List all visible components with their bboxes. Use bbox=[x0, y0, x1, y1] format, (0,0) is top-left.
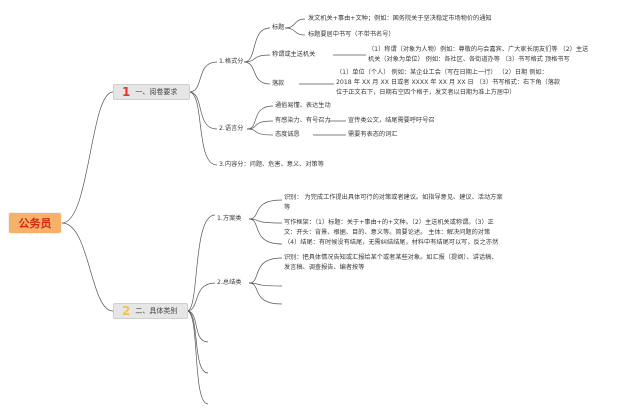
node-plan-identify-1: 识别： 为完成工作提出具体可行的对策或者建议。如指导意见、建议、活动方案 bbox=[284, 194, 503, 201]
node-language-score[interactable]: 2.语言分 bbox=[219, 125, 244, 132]
connector-m1-b bbox=[248, 218, 283, 245]
connector-n2-a bbox=[246, 105, 274, 130]
connector-sec1-n1 bbox=[188, 61, 218, 93]
node-signature-detail-1: （1）单位（个人） 例如：某企业工会（写在日期上一行） （2）日期 例如： bbox=[336, 69, 548, 76]
node-title-detail-1: 发文机关+事由+文种；例如：国务院关于坚决稳定市场物价的通知 bbox=[308, 15, 492, 22]
node-plan-frame-2: 文：开头：背景、根据、目的、意义等。简要论述。 主体：解决问题的对策 bbox=[284, 229, 491, 236]
node-addressee[interactable]: 称谓或主送机关 bbox=[272, 51, 316, 58]
node-plan-type[interactable]: 1.方案类 bbox=[217, 215, 242, 222]
node-format-score[interactable]: 1.格式分 bbox=[219, 58, 244, 65]
connector-m1-id bbox=[248, 199, 283, 220]
connector-sec2-b3 bbox=[186, 310, 209, 405]
node-signature-detail-2: 2018 年 XX 月 XX 日或者 XXXX 年 XX 月 XX 日 （3）书… bbox=[336, 79, 561, 86]
connector-sec1-n2 bbox=[188, 91, 218, 130]
node-title-detail-2: 标题要居中书写（不带书名号） bbox=[308, 31, 395, 38]
connector-sec2-b1 bbox=[186, 310, 209, 343]
section-number: 1 bbox=[122, 85, 131, 99]
node-addressee-detail-2: 机关（对象为单位） 例如：各社区、各街道办等 （3）书写格式 顶格书写 bbox=[368, 56, 570, 63]
connector-title-l1 bbox=[284, 18, 306, 29]
connector-n2-c bbox=[246, 128, 274, 136]
connector-title-l2 bbox=[284, 27, 306, 36]
node-plan-frame-3: （4）结尾：有时候没有结尾，无需纠结结尾，材料中有结尾可以写，反之亦然 bbox=[284, 239, 499, 246]
connector-n1-title bbox=[243, 27, 271, 63]
node-title[interactable]: 标题 bbox=[272, 24, 285, 31]
root-label: 公务员 bbox=[18, 217, 52, 230]
connector-m2-b2 bbox=[248, 282, 283, 305]
node-summary-identify-2: 发言稿、调查报告、编者按等 bbox=[284, 264, 365, 271]
node-language-c[interactable]: 态度诚恳 bbox=[275, 131, 300, 138]
section-number: 2 bbox=[122, 304, 131, 318]
connector-root-sec1 bbox=[61, 91, 114, 224]
section-label: 一、阅卷要求 bbox=[135, 88, 178, 96]
node-summary-identify-1: 识别：把具体情况告知或汇报给某个或者某些对象。如汇报（提纲）、讲话稿、 bbox=[284, 254, 498, 261]
section-node-1[interactable]: 1 一、阅卷要求 bbox=[113, 84, 190, 100]
node-addressee-detail-1: （1）称谓（对象为人物）例如：尊敬的与会嘉宾、广大家长朋友们等 （2）主送 bbox=[368, 46, 589, 53]
node-language-c-detail: 需要有表态的词汇 bbox=[348, 131, 398, 138]
node-signature[interactable]: 落款 bbox=[272, 80, 285, 87]
connector-sec1-n3 bbox=[188, 91, 218, 166]
section-label: 二、具体类别 bbox=[135, 307, 178, 315]
node-language-a[interactable]: 通俗易懂、表达生动 bbox=[275, 102, 331, 109]
node-summary-type[interactable]: 2.总结类 bbox=[217, 279, 242, 286]
connector-n2-b bbox=[246, 120, 274, 130]
connector-sec2-top bbox=[186, 214, 216, 312]
connector-m2-id bbox=[248, 257, 283, 284]
connector-n1-addressee bbox=[243, 54, 271, 63]
node-language-b-detail: 宣传类公文，结尾需要呼吁号召 bbox=[348, 117, 435, 124]
connector-sec2-b2 bbox=[186, 310, 209, 374]
connector-root-sec2 bbox=[61, 222, 114, 312]
node-language-b[interactable]: 有感染力、有号召力 bbox=[275, 117, 331, 124]
section-node-2[interactable]: 2 二、具体类别 bbox=[113, 303, 188, 319]
connector-sec2-m2 bbox=[186, 282, 216, 312]
node-plan-identify-2: 等 bbox=[284, 204, 291, 211]
node-plan-frame-1: 写作框架：（1）标题：关于+事由+的+文种。（2）主送机关或称谓。（3）正 bbox=[284, 219, 494, 226]
root-node[interactable]: 公务员 bbox=[8, 212, 62, 234]
node-content-score[interactable]: 3.内容分：问题、危害、意义、对策等 bbox=[219, 161, 324, 168]
node-signature-detail-3: 位于正文右下，日期右空四个格子，发文者以日期为准上方居中） bbox=[336, 89, 516, 96]
connector-n1-sign bbox=[243, 61, 271, 85]
